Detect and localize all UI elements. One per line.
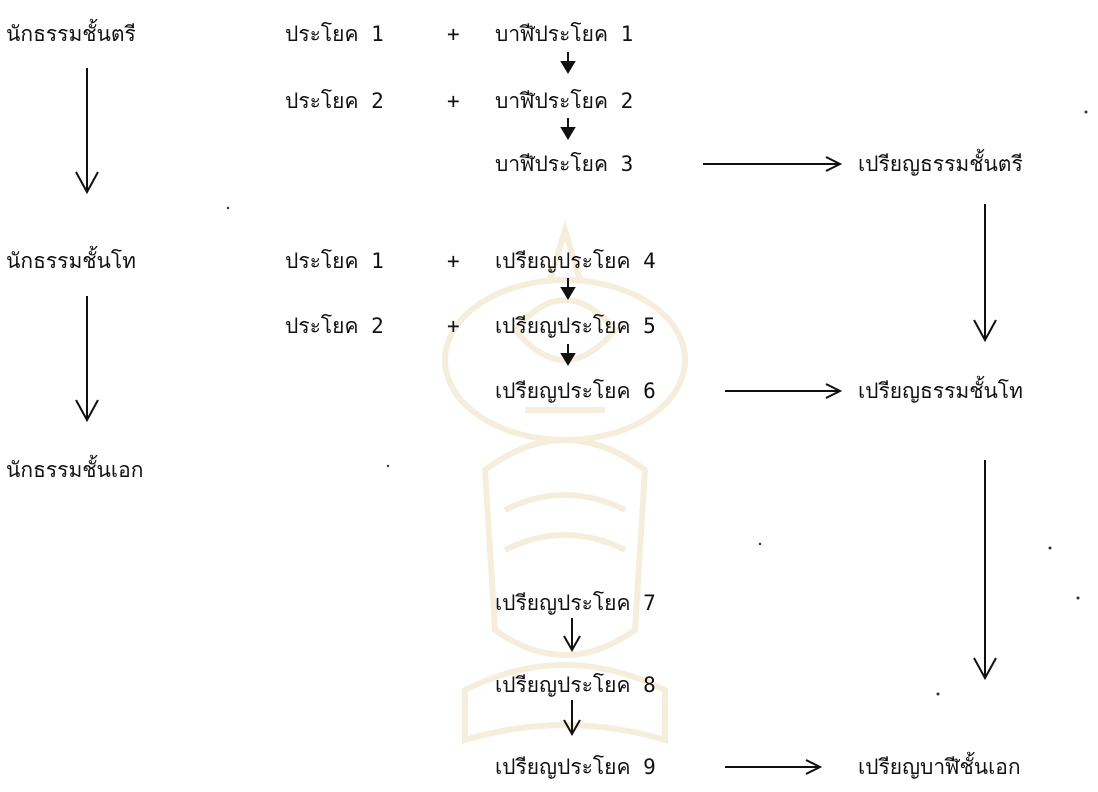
row2-prefix: ประโยค 2 [285,89,384,113]
scan-dot [936,692,940,696]
row2-course: บาฬีประโยค 2 [495,89,634,113]
result-parian-tham-tho: เปรียญธรรมชั้นโท [858,379,1023,403]
arrow-left-1-head [75,171,99,195]
arrow-h-3-head [825,156,843,172]
result-parian-tham-tri: เปรียญธรรมชั้นตรี [858,152,1023,176]
arrow-left-2-head [75,399,99,423]
row4-course: เปรียญประโยค 4 [495,249,656,273]
row5-prefix: ประโยค 2 [285,314,384,338]
arrow-mid-7-8-head [563,635,581,653]
row7-course: เปรียญประโยค 7 [495,591,656,615]
scan-dot [1084,110,1088,114]
scan-dot [758,542,762,546]
row8-course: เปรียญประโยค 8 [495,673,656,697]
scan-dot [1048,546,1052,550]
scan-dot [386,464,390,468]
arrow-mid-8-9-head [563,719,581,737]
row5-plus: + [447,314,460,338]
arrow-h-6-head [825,383,843,399]
level-label-nak-tham-tho: นักธรรมชั้นโท [6,249,137,273]
row1-course: บาฬีประโยค 1 [495,22,634,46]
row5-course: เปรียญประโยค 5 [495,314,656,338]
level-label-nak-tham-tri: นักธรรมชั้นตรี [6,22,136,46]
row9-course: เปรียญประโยค 9 [495,755,656,779]
row1-prefix: ประโยค 1 [285,22,384,46]
row4-prefix: ประโยค 1 [285,249,384,273]
row3-course: บาฬีประโยค 3 [495,152,634,176]
scan-dot [1076,596,1080,600]
arrow-right-2-head [973,657,997,681]
result-parian-bali-ek: เปรียญบาฬีชั้นเอก [858,755,1021,779]
row2-plus: + [447,89,460,113]
scan-dot [226,206,230,210]
arrow-right-1-head [973,319,997,343]
watermark-seal [442,219,688,745]
row6-course: เปรียญประโยค 6 [495,379,656,403]
level-label-nak-tham-ek: นักธรรมชั้นเอก [6,458,144,482]
arrow-h-9-head [805,759,823,775]
row4-plus: + [447,249,460,273]
row1-plus: + [447,22,460,46]
